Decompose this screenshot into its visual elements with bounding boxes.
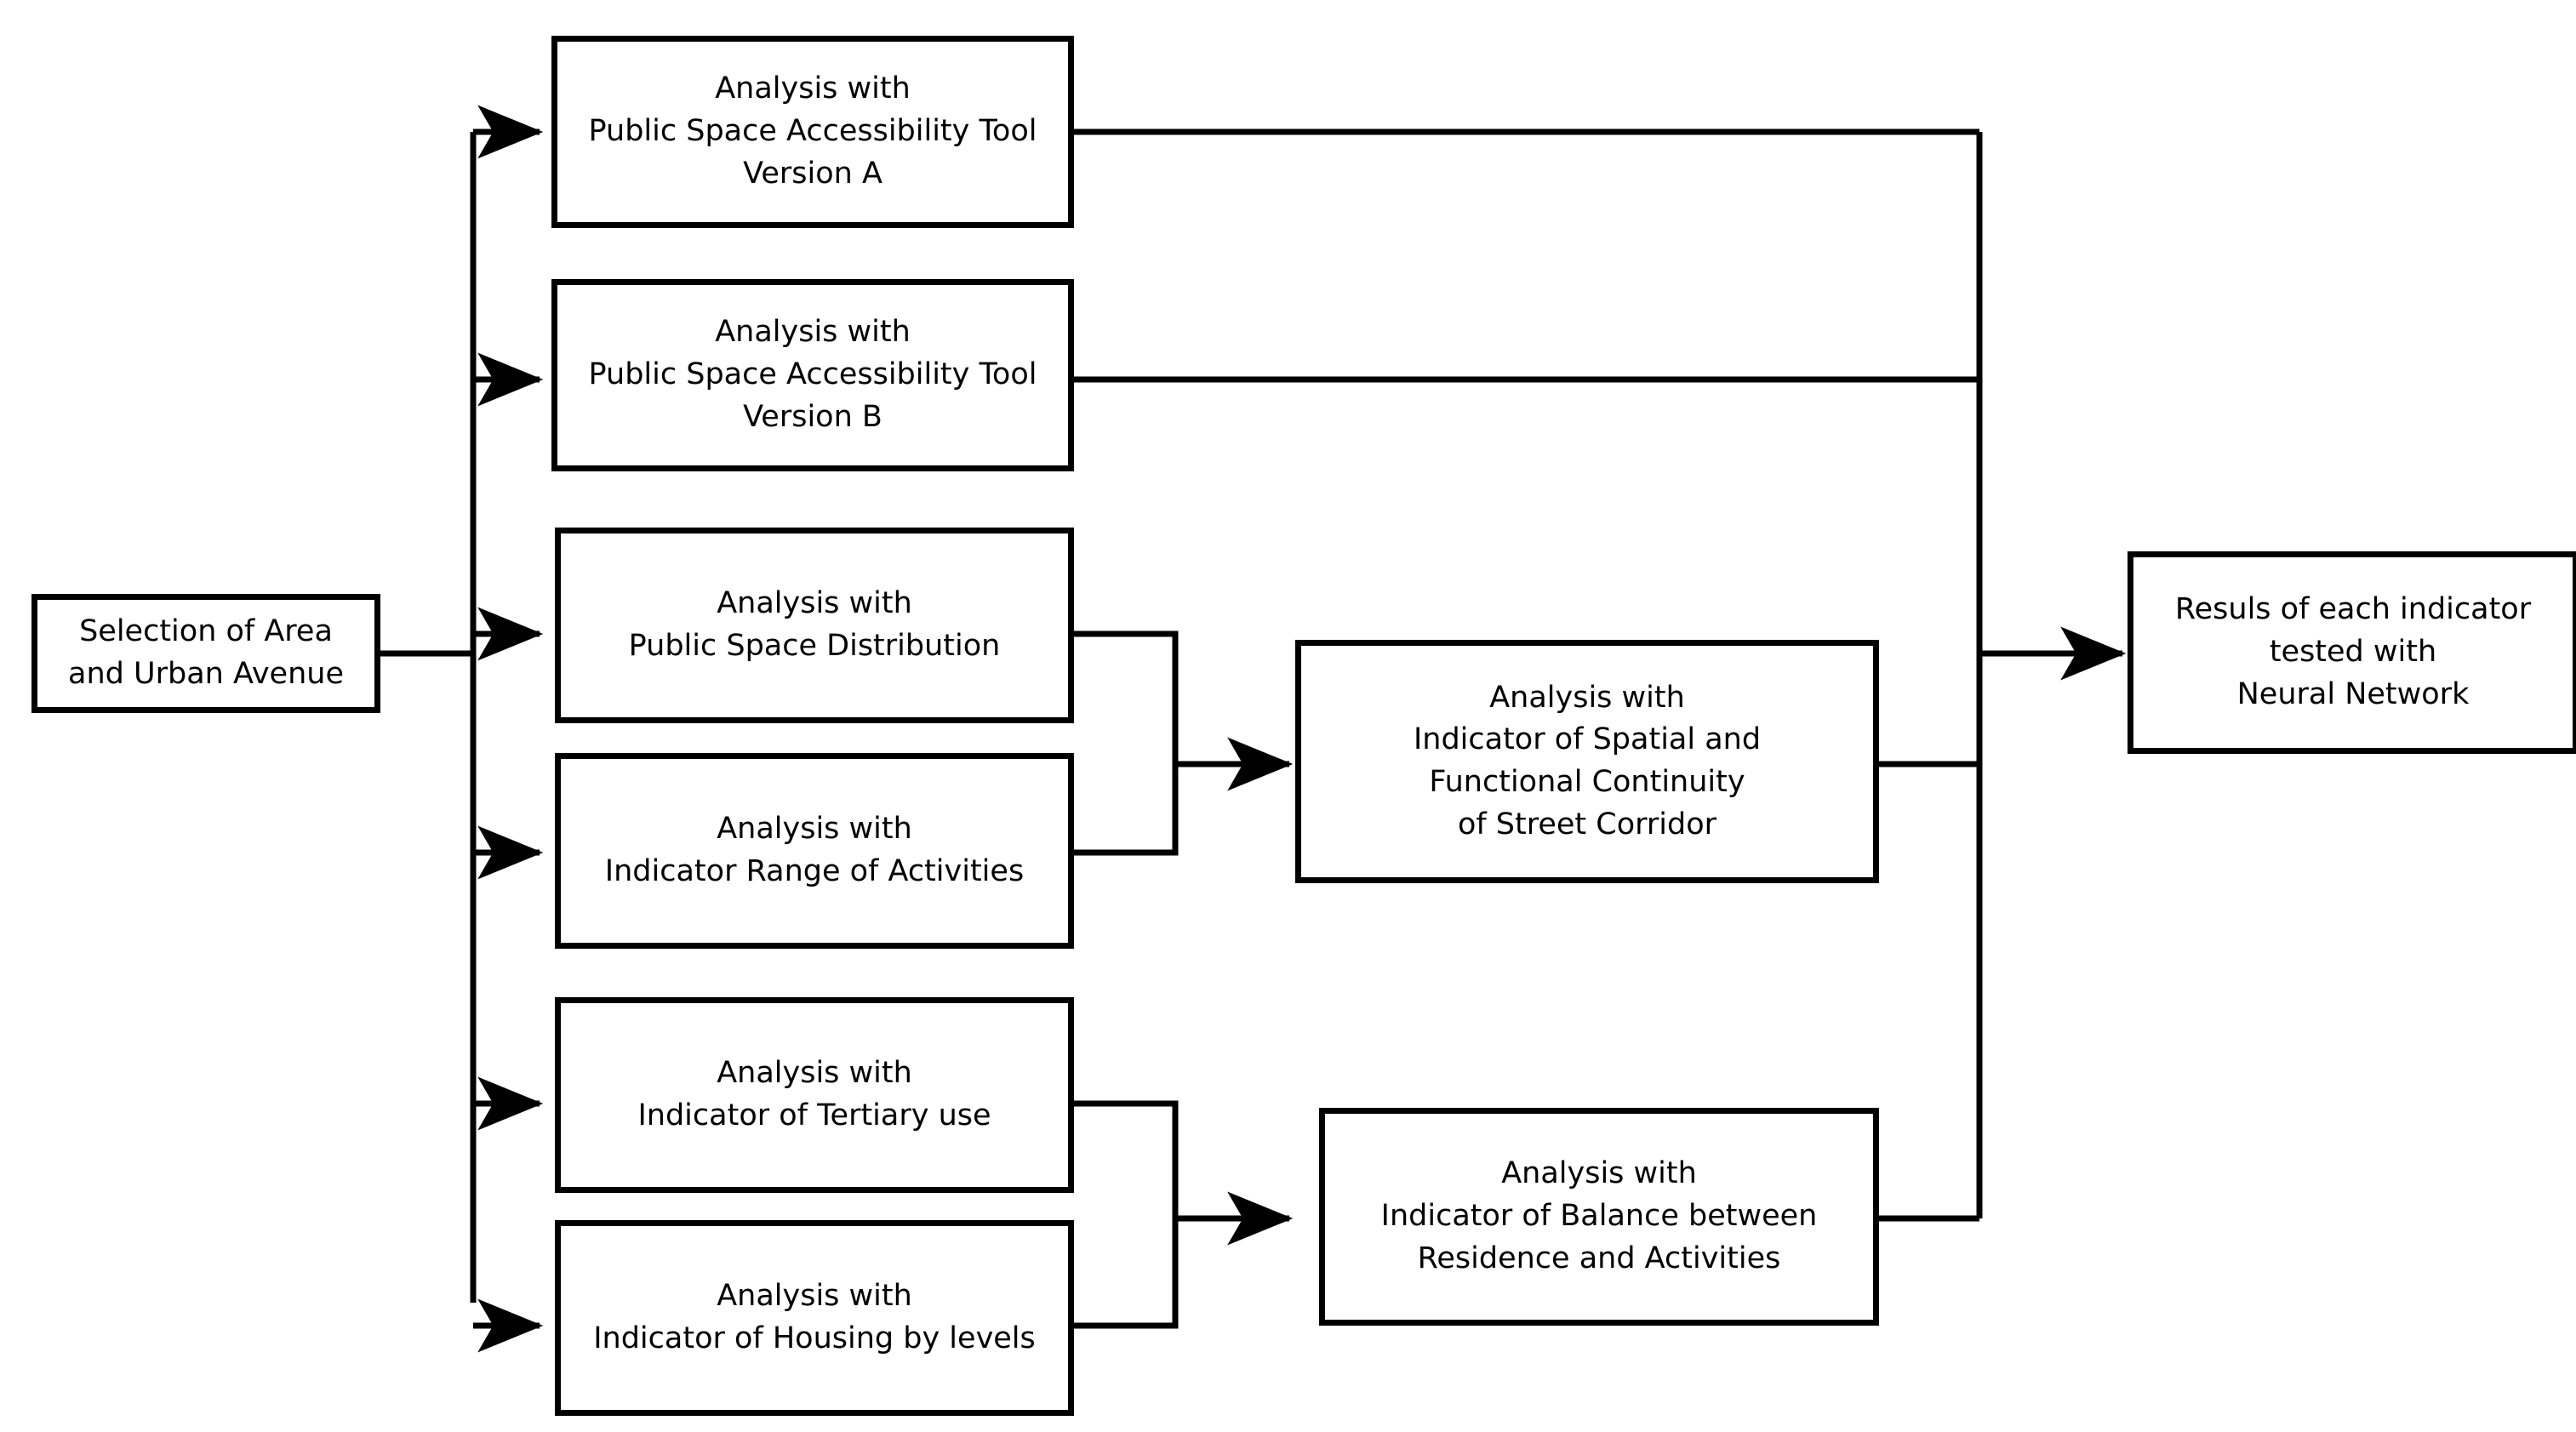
node-results[interactable]: Resuls of each indicator tested with Neu… (2128, 551, 2576, 754)
node-space-distribution[interactable]: Analysis with Public Space Distribution (555, 528, 1074, 723)
node-results-label: Resuls of each indicator tested with Neu… (2174, 592, 2532, 711)
node-housing-levels-label: Analysis with Indicator of Housing by le… (593, 1279, 1036, 1355)
merge-upper-bracket (1074, 630, 1179, 856)
node-spatial-continuity[interactable]: Analysis with Indicator of Spatial and F… (1295, 640, 1879, 883)
node-space-distribution-label: Analysis with Public Space Distribution (628, 586, 1001, 663)
node-tertiary-use-label: Analysis with Indicator of Tertiary use (637, 1056, 991, 1132)
node-tool-a[interactable]: Analysis with Public Space Accessibility… (551, 36, 1074, 228)
node-tool-b-label: Analysis with Public Space Accessibility… (588, 315, 1037, 434)
node-range-activities-label: Analysis with Indicator Range of Activit… (604, 812, 1025, 888)
node-spatial-continuity-label: Analysis with Indicator of Spatial and F… (1413, 680, 1762, 842)
node-balance-residence-label: Analysis with Indicator of Balance betwe… (1380, 1156, 1818, 1275)
node-balance-residence[interactable]: Analysis with Indicator of Balance betwe… (1319, 1108, 1879, 1326)
node-tertiary-use[interactable]: Analysis with Indicator of Tertiary use (555, 997, 1074, 1193)
node-housing-levels[interactable]: Analysis with Indicator of Housing by le… (555, 1220, 1074, 1416)
node-source[interactable]: Selection of Area and Urban Avenue (31, 594, 380, 713)
node-tool-b[interactable]: Analysis with Public Space Accessibility… (551, 279, 1074, 471)
node-source-label: Selection of Area and Urban Avenue (68, 614, 344, 691)
node-range-activities[interactable]: Analysis with Indicator Range of Activit… (555, 753, 1074, 949)
node-tool-a-label: Analysis with Public Space Accessibility… (588, 71, 1037, 191)
merge-lower-bracket (1074, 1100, 1179, 1329)
